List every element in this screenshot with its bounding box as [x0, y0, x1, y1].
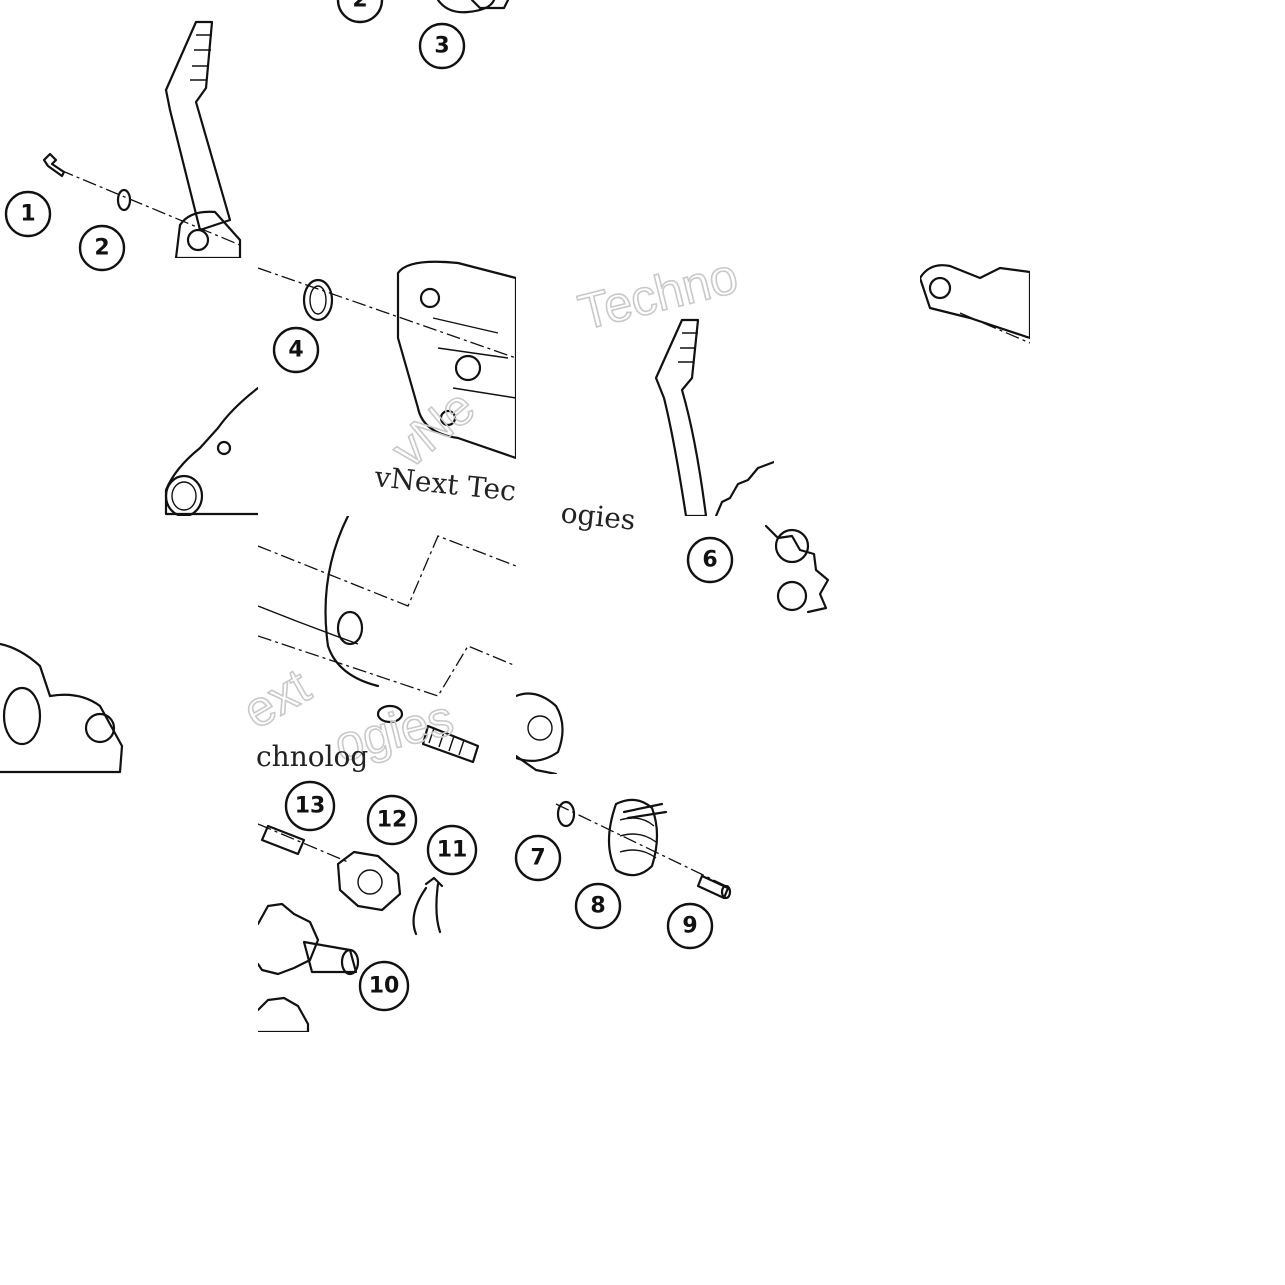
shaft [421, 724, 480, 764]
svg-text:6: 6 [702, 548, 717, 573]
idler-gear [258, 902, 320, 976]
callout-10: 10 [358, 960, 410, 1012]
svg-text:10: 10 [369, 974, 400, 999]
engine-cover [396, 260, 516, 460]
watermark-text: Techno [573, 247, 743, 340]
washer [556, 800, 576, 828]
diagram-tile-kick-lever-b [516, 258, 774, 516]
svg-text:4: 4 [288, 338, 303, 363]
diagram-tile-cover [258, 258, 516, 516]
diagram-tile-spring [516, 774, 774, 974]
watermark-brand-text: chnolog [256, 740, 368, 773]
watermark-text: ext [234, 658, 320, 740]
seal-ring [302, 278, 334, 322]
pin [260, 824, 306, 856]
kick-lever-grip-ridges [190, 34, 212, 81]
callout-11: 11 [426, 824, 478, 876]
bolt [42, 152, 66, 178]
svg-text:9: 9 [682, 914, 697, 939]
diagram-tile-lower-left-fragment [0, 516, 258, 774]
diagram-tile-gasket [258, 516, 516, 774]
gear [714, 460, 774, 516]
svg-text:8: 8 [590, 894, 605, 919]
watermark-brand-text: vNext Tec [372, 460, 517, 508]
diagram-tile-ratchet [516, 516, 832, 774]
ratchet-gear [336, 850, 402, 912]
diagram-tile-top-fragment [258, 0, 516, 80]
callout-8: 8 [574, 882, 622, 930]
svg-text:11: 11 [437, 838, 468, 863]
callout-2-top: 2 [336, 0, 384, 24]
svg-text:2: 2 [94, 236, 109, 261]
washer [116, 188, 132, 212]
svg-text:3: 3 [434, 34, 449, 59]
callout-1: 1 [4, 190, 52, 238]
svg-text:7: 7 [530, 846, 545, 871]
callout-9: 9 [666, 902, 714, 950]
callout-6: 6 [686, 536, 734, 584]
callout-3: 3 [418, 22, 466, 70]
svg-text:12: 12 [377, 808, 408, 833]
svg-text:1: 1 [20, 202, 35, 227]
diagram-tile-left-cover-fragment [0, 258, 258, 516]
callout-4: 4 [272, 326, 320, 374]
kick-lever-hub [174, 210, 242, 258]
gear [764, 524, 830, 614]
washer [376, 704, 404, 724]
kick-spring [607, 798, 668, 877]
watermark-brand-text: ogies [559, 496, 637, 537]
diagram-tile-right-fragment [920, 258, 1030, 348]
kick-lever-arm [164, 20, 232, 232]
callout-7: 7 [514, 834, 562, 882]
callout-12: 12 [366, 794, 418, 846]
callout-13: 13 [284, 780, 336, 832]
callout-2: 2 [78, 224, 126, 272]
circlip [412, 876, 444, 936]
svg-text:13: 13 [295, 794, 326, 819]
svg-text:2: 2 [352, 0, 367, 13]
